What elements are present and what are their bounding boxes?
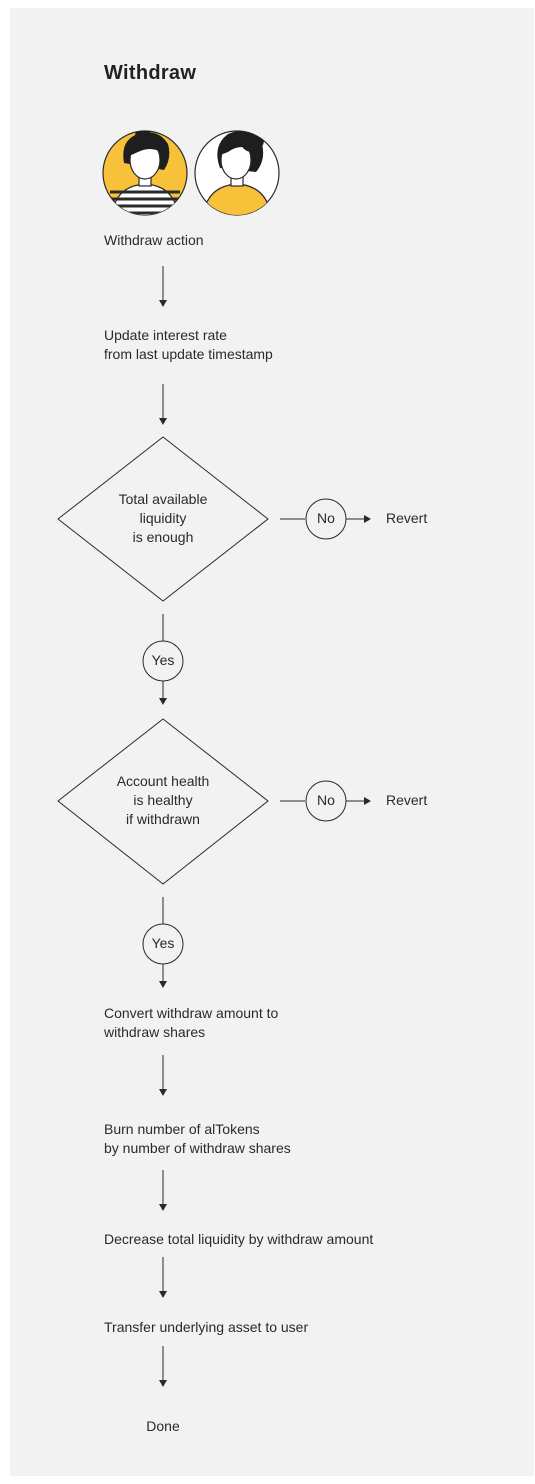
decision-liquidity-line-3: is enough [132, 529, 194, 545]
step-update-line-2: from last update timestamp [104, 346, 273, 362]
step-decrease-liquidity: Decrease total liquidity by withdraw amo… [104, 1231, 374, 1247]
diagram-panel [10, 8, 534, 1476]
step-update-line-1: Update interest rate [104, 327, 227, 343]
step-convert-line-1: Convert withdraw amount to [104, 1005, 279, 1021]
page-title: Withdraw [104, 62, 197, 84]
decision-health-line-1: Account health [116, 773, 210, 789]
yes-label-health: Yes [151, 935, 175, 951]
step-update-interest-rate: Update interest rate from last update ti… [104, 326, 273, 364]
step-withdraw-action: Withdraw action [104, 232, 204, 248]
decision-health-line-2: is healthy [133, 792, 193, 808]
decision-liquidity-line-2: liquidity [139, 510, 187, 526]
no-label-liquidity: No [317, 510, 335, 526]
step-burn-line-2: by number of withdraw shares [104, 1140, 291, 1156]
step-burn-line-1: Burn number of alTokens [104, 1121, 260, 1137]
step-burn-altokens: Burn number of alTokens by number of wit… [104, 1120, 291, 1158]
decision-liquidity-label: Total available liquidity is enough [103, 490, 223, 547]
step-convert-shares: Convert withdraw amount to withdraw shar… [104, 1004, 278, 1042]
no-label-health: No [317, 792, 335, 808]
decision-health-line-3: if withdrawn [126, 811, 200, 827]
yes-label-liquidity: Yes [151, 652, 175, 668]
decision-liquidity-line-1: Total available [118, 491, 208, 507]
decision-health-label: Account health is healthy if withdrawn [103, 772, 223, 829]
step-done: Done [146, 1418, 180, 1434]
step-convert-line-2: withdraw shares [104, 1024, 206, 1040]
revert-label-liquidity: Revert [386, 510, 428, 526]
step-transfer-asset: Transfer underlying asset to user [104, 1319, 309, 1335]
revert-label-health: Revert [386, 792, 428, 808]
